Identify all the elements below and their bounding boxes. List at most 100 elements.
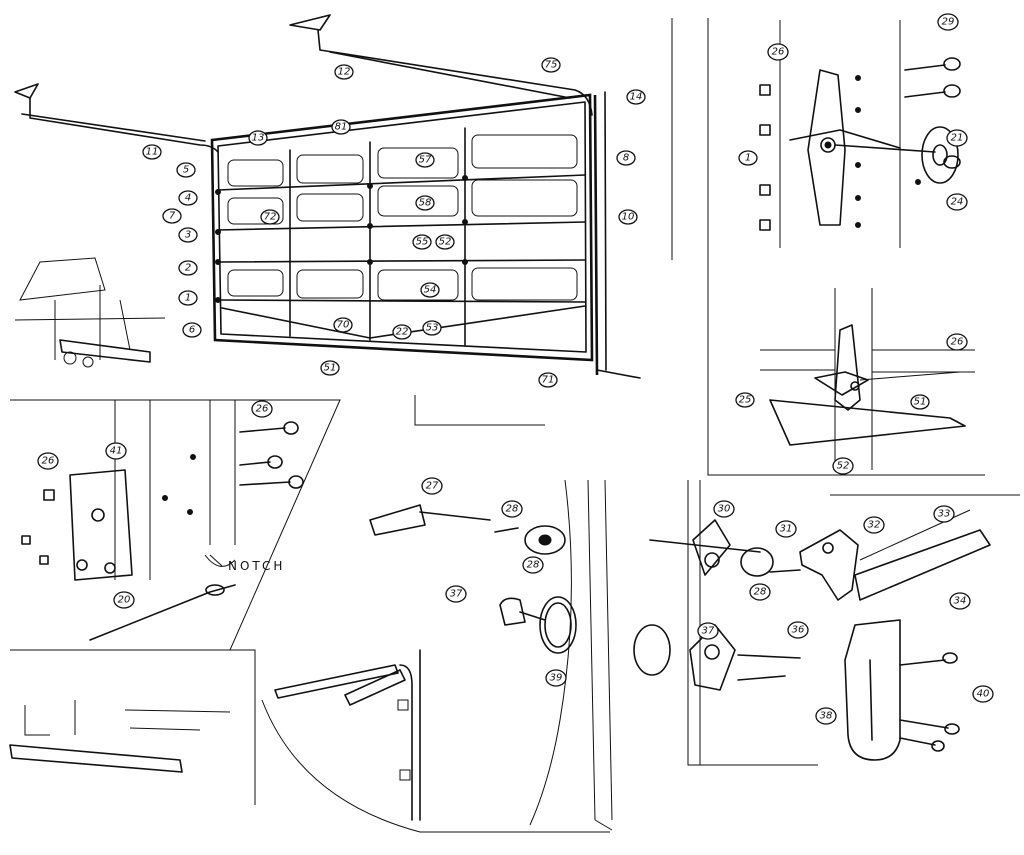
callout-label: 26	[42, 456, 55, 467]
main-door-view	[14, 14, 641, 379]
callout-label: 37	[450, 589, 463, 600]
callout-label: 10	[622, 212, 635, 223]
callout: 37	[697, 622, 719, 640]
callout-label: 41	[110, 446, 123, 457]
callout: 1	[738, 150, 758, 166]
callout: 13	[248, 130, 268, 146]
callout: 12	[334, 64, 354, 80]
callout-label: 30	[718, 504, 731, 515]
callout: 31	[775, 520, 797, 538]
callout: 7	[162, 208, 182, 224]
callout: 55	[412, 234, 432, 250]
callout: 34	[949, 592, 971, 610]
callout: 6	[182, 322, 202, 338]
callout-label: 51	[324, 363, 337, 374]
callout: 8	[616, 150, 636, 166]
callout: 81	[331, 119, 351, 135]
callout-label: 21	[951, 133, 964, 144]
callout: 28	[522, 556, 544, 574]
callout-label: 38	[820, 711, 833, 722]
callout: 3	[178, 227, 198, 243]
callout: 51	[320, 360, 340, 376]
lock-assembly-view	[633, 480, 991, 765]
notch-label: NOTCH	[228, 559, 285, 573]
callout: 71	[538, 372, 558, 388]
callout-label: 31	[780, 524, 793, 535]
callout-label: 52	[439, 237, 452, 248]
callout-label: 2	[185, 263, 191, 274]
hinge-assembly-view	[759, 20, 961, 248]
callout: 58	[415, 195, 435, 211]
callout-label: 57	[419, 155, 432, 166]
callout: 20	[113, 591, 135, 609]
panel-borders	[10, 18, 1020, 833]
callout: 25	[735, 392, 755, 408]
callout-label: 36	[792, 625, 805, 636]
callout: 51	[910, 394, 930, 410]
callout-label: 6	[189, 325, 195, 336]
bottom-fixture-inset	[14, 257, 166, 368]
callout-label: 70	[337, 320, 350, 331]
callout-label: 27	[426, 481, 439, 492]
callout: 53	[422, 320, 442, 336]
callout-label: 40	[977, 689, 990, 700]
callout-label: 20	[118, 595, 131, 606]
callout-label: 1	[745, 153, 751, 164]
callout-label: 28	[527, 560, 540, 571]
callout: 40	[972, 685, 994, 703]
lock-handle-view	[369, 479, 613, 831]
callout: 52	[832, 457, 854, 475]
callout: 33	[933, 505, 955, 523]
bottom-seal-view	[9, 700, 231, 773]
callout: 37	[445, 585, 467, 603]
callout: 5	[176, 162, 196, 178]
callout-label: 4	[185, 193, 191, 204]
callout: 1	[178, 290, 198, 306]
callout: 52	[435, 234, 455, 250]
callout-label: 37	[702, 626, 715, 637]
callout: 26	[37, 452, 59, 470]
callout-balloons: 12 75 14 11 13 81 5 4 7 3 2 1 6 8 10 70 …	[37, 13, 994, 725]
callout-label: 52	[837, 461, 850, 472]
callout: 36	[787, 621, 809, 639]
callout: 75	[541, 57, 561, 73]
callout: 11	[142, 144, 162, 160]
callout-label: 12	[338, 67, 351, 78]
callout-label: 72	[264, 212, 277, 223]
callout-label: 34	[954, 596, 967, 607]
callout-label: 3	[185, 230, 191, 241]
callout: 27	[421, 477, 443, 495]
callout: 38	[815, 707, 837, 725]
callout-label: 14	[630, 92, 643, 103]
callout: 72	[260, 209, 280, 225]
callout: 28	[749, 583, 771, 601]
callout-label: 54	[424, 285, 437, 296]
callout: 10	[618, 209, 638, 225]
callout: 54	[420, 282, 440, 298]
callout-label: 29	[942, 17, 955, 28]
callout: 41	[105, 442, 127, 460]
callout-label: 26	[772, 47, 785, 58]
callout: 21	[946, 129, 968, 147]
callout: 26	[767, 43, 789, 61]
callout-label: 39	[550, 673, 563, 684]
callout: 30	[713, 500, 735, 518]
callout-label: 8	[623, 153, 629, 164]
callout-label: 33	[938, 509, 951, 520]
callout-label: 28	[754, 587, 767, 598]
bottom-bracket-view	[760, 288, 975, 470]
callout: 24	[946, 193, 968, 211]
end-hinge-view	[21, 400, 304, 641]
callout-label: 71	[542, 375, 555, 386]
callout-label: 32	[868, 520, 881, 531]
callout: 2	[178, 260, 198, 276]
callout-label: 1	[185, 293, 191, 304]
callout: 39	[545, 669, 567, 687]
callout-label: 24	[951, 197, 964, 208]
callout-label: 51	[914, 397, 927, 408]
callout: 26	[251, 400, 273, 418]
callout-label: 58	[419, 198, 432, 209]
callout: 57	[415, 152, 435, 168]
callout-label: 53	[426, 323, 439, 334]
callout-label: 81	[335, 122, 348, 133]
